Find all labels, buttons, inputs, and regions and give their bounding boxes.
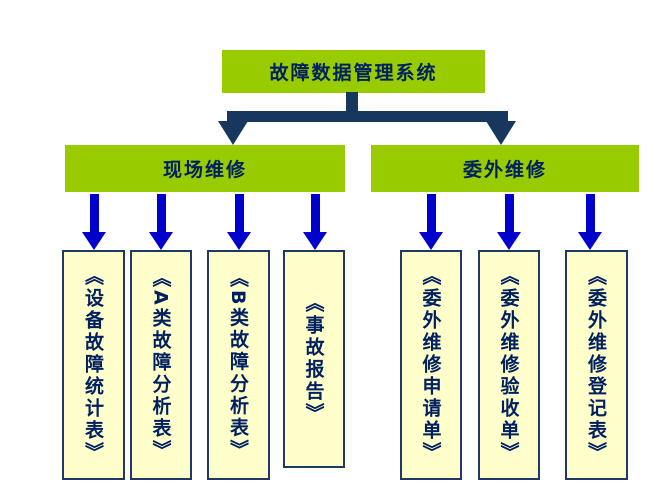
- leaf-box-outsourced-repair-acceptance: 《委外维修验收单》: [478, 250, 540, 480]
- connector-horizontal-bar: [227, 111, 508, 122]
- arrow-head-icon: [303, 232, 327, 250]
- leaf-label: 《事故报告》: [302, 293, 325, 425]
- branch-node-label: 委外维修: [462, 159, 547, 181]
- arrow-down: [578, 194, 602, 250]
- arrow-shaft: [310, 194, 320, 232]
- arrow-head-icon: [497, 232, 521, 250]
- branch-node-onsite-repair: 现场维修: [65, 145, 345, 192]
- leaf-label: 《A类故障分析表》: [149, 268, 172, 462]
- branch-node-outsourced-repair: 委外维修: [371, 145, 639, 192]
- arrow-head-icon: [227, 232, 251, 250]
- leaf-box-class-a-fault-analysis: 《A类故障分析表》: [130, 250, 192, 480]
- arrow-shaft: [89, 194, 99, 232]
- leaf-box-class-b-fault-analysis: 《B类故障分析表》: [207, 250, 270, 480]
- root-node-label: 故障数据管理系统: [269, 62, 438, 84]
- leaf-box-equipment-fault-statistics: 《设备故障统计表》: [62, 250, 125, 480]
- leaf-label: 《委外维修登记表》: [585, 266, 607, 464]
- arrow-head-icon: [82, 232, 106, 250]
- branch-node-label: 现场维修: [162, 159, 247, 181]
- arrow-head-icon: [419, 232, 443, 250]
- connector-arrowhead-right: [486, 121, 516, 145]
- arrow-down: [149, 194, 173, 250]
- arrow-down: [82, 194, 106, 250]
- leaf-box-accident-report: 《事故报告》: [283, 250, 345, 468]
- leaf-box-outsourced-repair-registration: 《委外维修登记表》: [565, 250, 628, 480]
- leaf-box-outsourced-repair-application: 《委外维修申请单》: [400, 250, 462, 480]
- arrow-shaft: [504, 194, 514, 232]
- arrow-shaft: [426, 194, 436, 232]
- arrow-head-icon: [149, 232, 173, 250]
- leaf-label: 《B类故障分析表》: [227, 268, 249, 462]
- arrow-shaft: [156, 194, 166, 232]
- connector-arrowhead-left: [218, 121, 248, 145]
- leaf-label: 《委外维修申请单》: [419, 266, 442, 464]
- arrow-down: [419, 194, 443, 250]
- leaf-label: 《设备故障统计表》: [82, 266, 104, 464]
- arrow-shaft: [585, 194, 595, 232]
- arrow-head-icon: [578, 232, 602, 250]
- arrow-down: [303, 194, 327, 250]
- arrow-down: [227, 194, 251, 250]
- leaf-label: 《委外维修验收单》: [497, 266, 520, 464]
- root-node: 故障数据管理系统: [222, 50, 485, 93]
- arrow-down: [497, 194, 521, 250]
- arrow-shaft: [234, 194, 244, 232]
- connector-stub: [346, 92, 358, 114]
